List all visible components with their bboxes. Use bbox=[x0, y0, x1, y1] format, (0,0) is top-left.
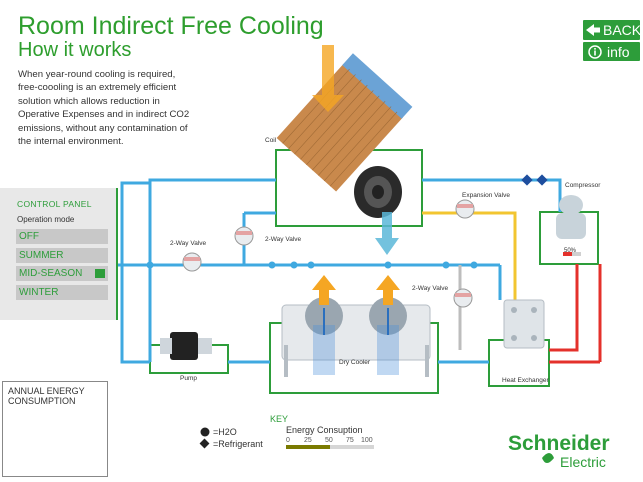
heat-exchanger-label: Heat Exchanger bbox=[502, 377, 549, 384]
page-subtitle: How it works bbox=[18, 39, 132, 61]
valve-label: 2-Way Valve bbox=[265, 236, 302, 243]
mode-mid-season-button[interactable]: MID-SEASON bbox=[16, 266, 108, 281]
compressor-label: Compressor bbox=[565, 182, 601, 189]
energy-consumption-fill bbox=[286, 445, 330, 449]
energy-consumption-bar bbox=[286, 445, 374, 449]
page-title: Room Indirect Free Cooling bbox=[18, 12, 324, 40]
mode-off-button[interactable]: OFF bbox=[16, 229, 108, 244]
expansion-valve-label: Expansion Valve bbox=[462, 192, 510, 199]
pump-unit bbox=[160, 332, 212, 360]
valve-label: 2-Way Valve bbox=[170, 240, 207, 247]
pump-label: Pump bbox=[180, 375, 197, 382]
mode-label: MID-SEASON bbox=[19, 268, 83, 279]
dry-cooler-unit bbox=[281, 275, 431, 377]
refrigerant-key-label: =Refrigerant bbox=[213, 439, 263, 449]
key-title: KEY bbox=[270, 414, 289, 424]
energy-tick: 100 bbox=[361, 437, 373, 444]
mode-label: OFF bbox=[19, 231, 39, 242]
coil-label: Coil bbox=[265, 137, 277, 144]
control-panel-title: CONTROL PANEL bbox=[17, 199, 92, 209]
schneider-leaf-icon bbox=[542, 453, 554, 463]
info-circle-icon bbox=[586, 43, 604, 61]
compressor-load-label: 50% bbox=[564, 248, 577, 254]
compressor-load-bar bbox=[563, 252, 572, 256]
description-text: When year-round cooling is required, fre… bbox=[18, 69, 190, 148]
annual-energy-panel[interactable] bbox=[2, 381, 108, 477]
operation-mode-label: Operation mode bbox=[17, 215, 75, 224]
mode-label: WINTER bbox=[19, 287, 59, 298]
brand-logo-line1: Schneider bbox=[508, 432, 610, 455]
h2o-key-label: =H2O bbox=[213, 427, 237, 437]
selected-indicator bbox=[95, 269, 105, 278]
refrigerant-key-symbol bbox=[199, 438, 210, 449]
energy-consumption-label: Energy Consuption bbox=[286, 425, 363, 435]
energy-tick: 25 bbox=[304, 437, 312, 444]
info-label: info bbox=[607, 43, 630, 60]
mode-label: SUMMER bbox=[19, 250, 64, 261]
info-button[interactable]: info bbox=[583, 42, 640, 61]
valve-icons bbox=[182, 199, 475, 308]
h2o-key-symbol bbox=[200, 427, 210, 437]
valve-label: 2-Way Valve bbox=[412, 285, 449, 292]
fan-unit bbox=[354, 166, 402, 218]
coil-unit bbox=[276, 53, 413, 192]
heat-exchanger-unit bbox=[503, 299, 545, 349]
brand-logo-line2: Electric bbox=[560, 454, 606, 470]
mode-winter-button[interactable]: WINTER bbox=[16, 285, 108, 300]
annual-energy-title: ANNUAL ENERGY CONSUMPTION bbox=[8, 386, 85, 406]
energy-tick: 0 bbox=[286, 437, 290, 444]
energy-tick: 50 bbox=[325, 437, 333, 444]
dry-cooler-label: Dry Cooler bbox=[339, 359, 371, 366]
compressor-unit bbox=[556, 195, 586, 256]
back-button[interactable]: BACK bbox=[583, 20, 642, 40]
left-arrow-icon bbox=[586, 21, 600, 39]
energy-tick: 75 bbox=[346, 437, 354, 444]
back-label: BACK bbox=[603, 22, 642, 38]
mode-summer-button[interactable]: SUMMER bbox=[16, 248, 108, 263]
